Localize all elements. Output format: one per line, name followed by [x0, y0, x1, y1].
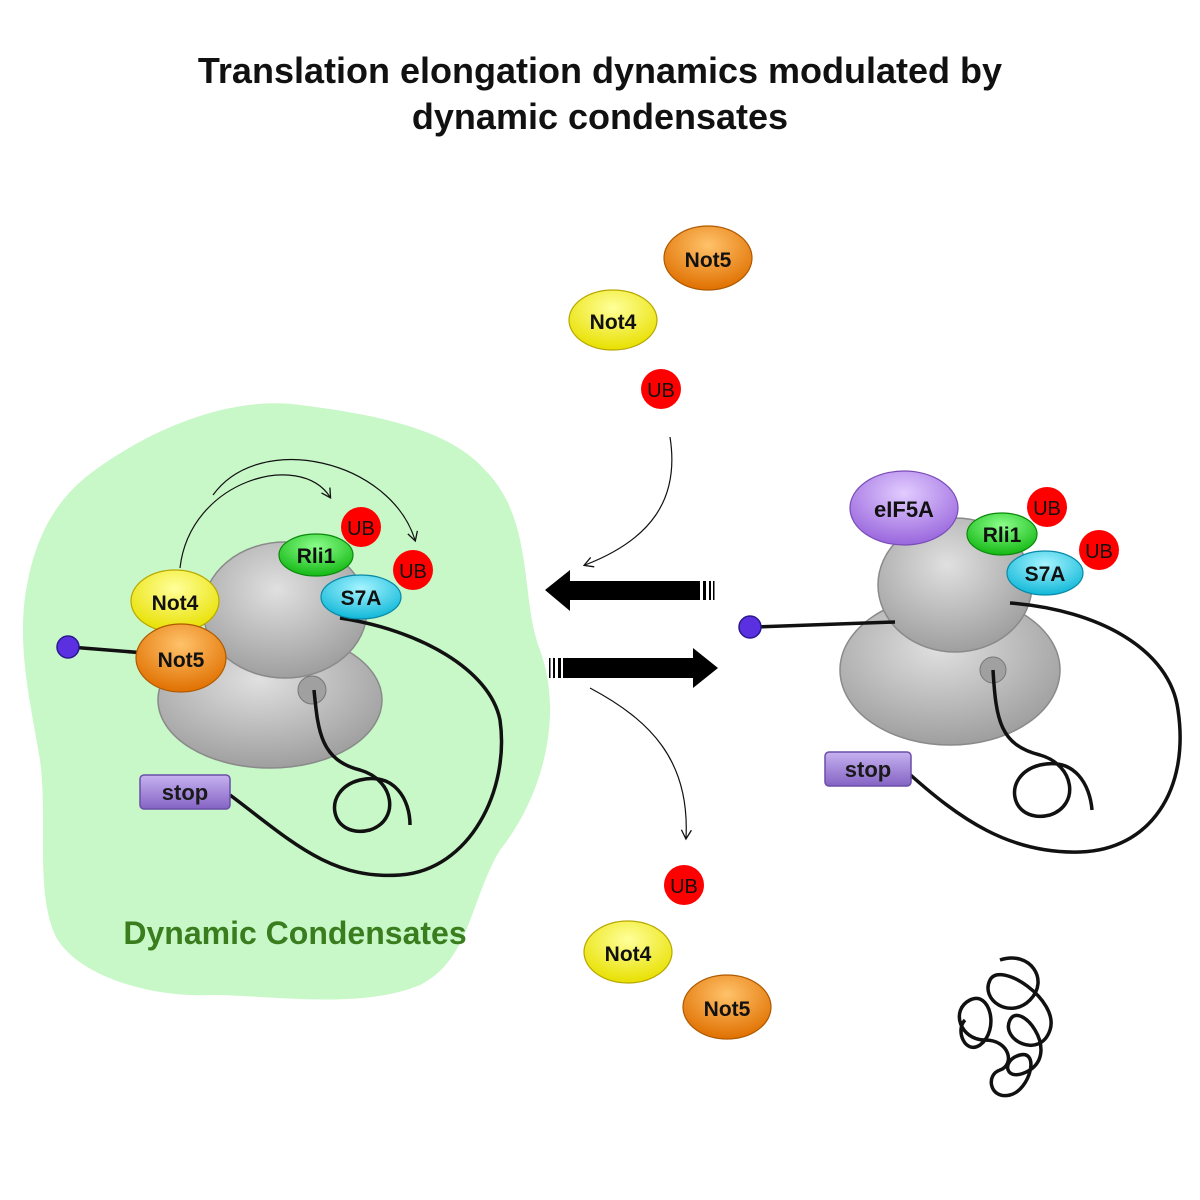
ub-bottom-label: UB [670, 876, 698, 898]
ub-s7a-left-label: UB [399, 561, 427, 583]
release-arrow [589, 687, 692, 841]
stop-right-label: stop [845, 757, 891, 782]
arrow-left [545, 570, 700, 611]
title-line-1: Translation elongation dynamics modulate… [197, 50, 1003, 91]
rli1-right-label: Rli1 [983, 524, 1022, 547]
eif5a [849, 470, 959, 546]
stop-label: stop [162, 780, 208, 805]
rli1-left-label: Rli1 [297, 545, 336, 568]
peptide-bead [56, 635, 80, 659]
mrna-left-tail [228, 616, 504, 878]
peptide-bead-right [738, 615, 762, 639]
not4-bound-label: Not4 [152, 592, 199, 615]
stop-codon-box [139, 774, 231, 810]
not5-top-label: Not5 [685, 249, 732, 272]
not5-free-top [663, 225, 753, 291]
ub-transfer-arrow-1 [179, 474, 332, 569]
title-line-2: dynamic condensates [411, 96, 789, 137]
not4-free-bottom [583, 920, 673, 984]
not4-free-top [568, 289, 658, 351]
ub-on-rli1-right [1027, 487, 1067, 527]
recruit-arrow [582, 436, 673, 568]
diagram-title: Translation elongation dynamics modulate… [0, 48, 1200, 140]
ub-free-top [641, 369, 681, 409]
rli1-right [966, 512, 1038, 556]
mrna-left [312, 689, 412, 834]
ub-top-label: UB [647, 380, 675, 402]
tunnel-site [297, 675, 327, 705]
ub-free-bottom [664, 865, 704, 905]
eif5a-label: eIF5A [874, 497, 934, 522]
s7a-right-label: S7A [1025, 563, 1066, 586]
stop-codon-box-right [824, 751, 912, 787]
nascent-peptide-right [754, 620, 896, 629]
ub-s7a-right-label: UB [1085, 541, 1113, 563]
not5-bound [135, 623, 227, 693]
mrna-right-tail [903, 601, 1182, 854]
not5-bottom-label: Not5 [704, 998, 751, 1021]
free-mrna-tangle [957, 956, 1053, 1098]
ub-on-s7a-left [393, 550, 433, 590]
s7a-left [320, 574, 402, 620]
ub-rli1-right-label: UB [1033, 498, 1061, 520]
not5-bound-label: Not5 [158, 649, 205, 672]
condensate-label: Dynamic Condensates [123, 915, 466, 951]
not5-free-bottom [682, 974, 772, 1040]
ub-rli1-left-label: UB [347, 518, 375, 540]
ub-on-rli1-left [341, 507, 381, 547]
right-ribosome [839, 517, 1061, 746]
equilibrium-arrows [545, 570, 718, 688]
arrow-right [563, 648, 718, 688]
ub-on-s7a-right [1079, 530, 1119, 570]
not4-top-label: Not4 [590, 311, 637, 334]
ub-transfer-arrow-2 [212, 459, 419, 543]
mrna-right [991, 669, 1094, 819]
s7a-left-label: S7A [341, 587, 382, 610]
rli1-left [278, 533, 354, 577]
not4-bottom-label: Not4 [605, 943, 652, 966]
s7a-right [1006, 550, 1084, 596]
